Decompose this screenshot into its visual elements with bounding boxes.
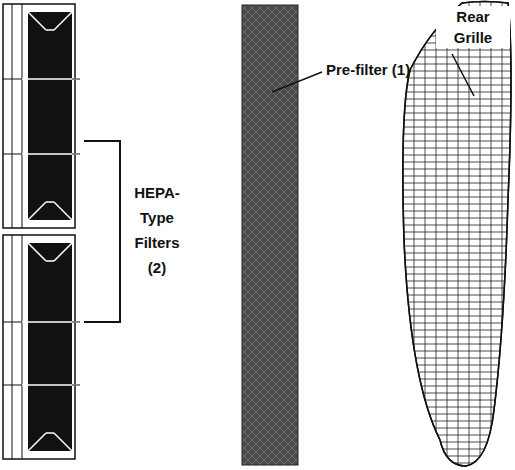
grille-mesh bbox=[398, 0, 515, 470]
hepa-filter bbox=[3, 4, 80, 228]
leader-line bbox=[452, 54, 474, 96]
part-name: Pre-filter (1) bbox=[326, 60, 456, 80]
part-name: HEPA-Type Filters (2) bbox=[125, 180, 189, 280]
pre-filter bbox=[242, 5, 298, 465]
rear-grille bbox=[398, 0, 515, 470]
part-name: Rear Grille bbox=[436, 6, 510, 48]
hepa-filter bbox=[3, 235, 80, 459]
leader-line bbox=[272, 72, 322, 92]
bracket bbox=[84, 141, 120, 322]
